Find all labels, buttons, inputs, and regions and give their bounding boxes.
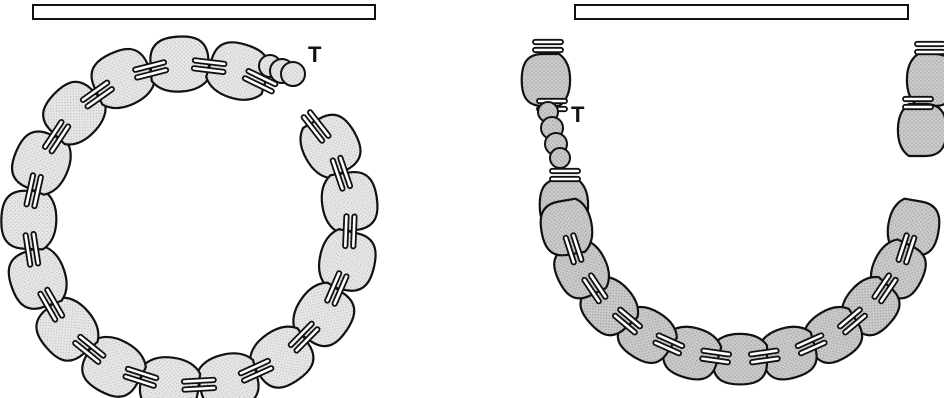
left-terminal-label: T xyxy=(308,42,322,67)
left-scale-bar xyxy=(33,5,375,19)
circular-necklace-panel: T xyxy=(0,5,381,398)
right-bead xyxy=(898,104,944,156)
hanging-necklace-panel: T xyxy=(522,5,944,385)
right-terminal-label: T xyxy=(571,102,585,127)
right-scale-bar xyxy=(575,5,908,19)
right-bead-chain xyxy=(522,40,944,385)
right-terminal-bead xyxy=(550,148,570,168)
left-terminal-bead xyxy=(281,62,305,86)
right-spacer-pair xyxy=(550,169,580,181)
right-spacer-pair xyxy=(915,42,944,54)
left-bead-ring xyxy=(0,35,381,398)
right-spacer-pair xyxy=(533,40,563,52)
